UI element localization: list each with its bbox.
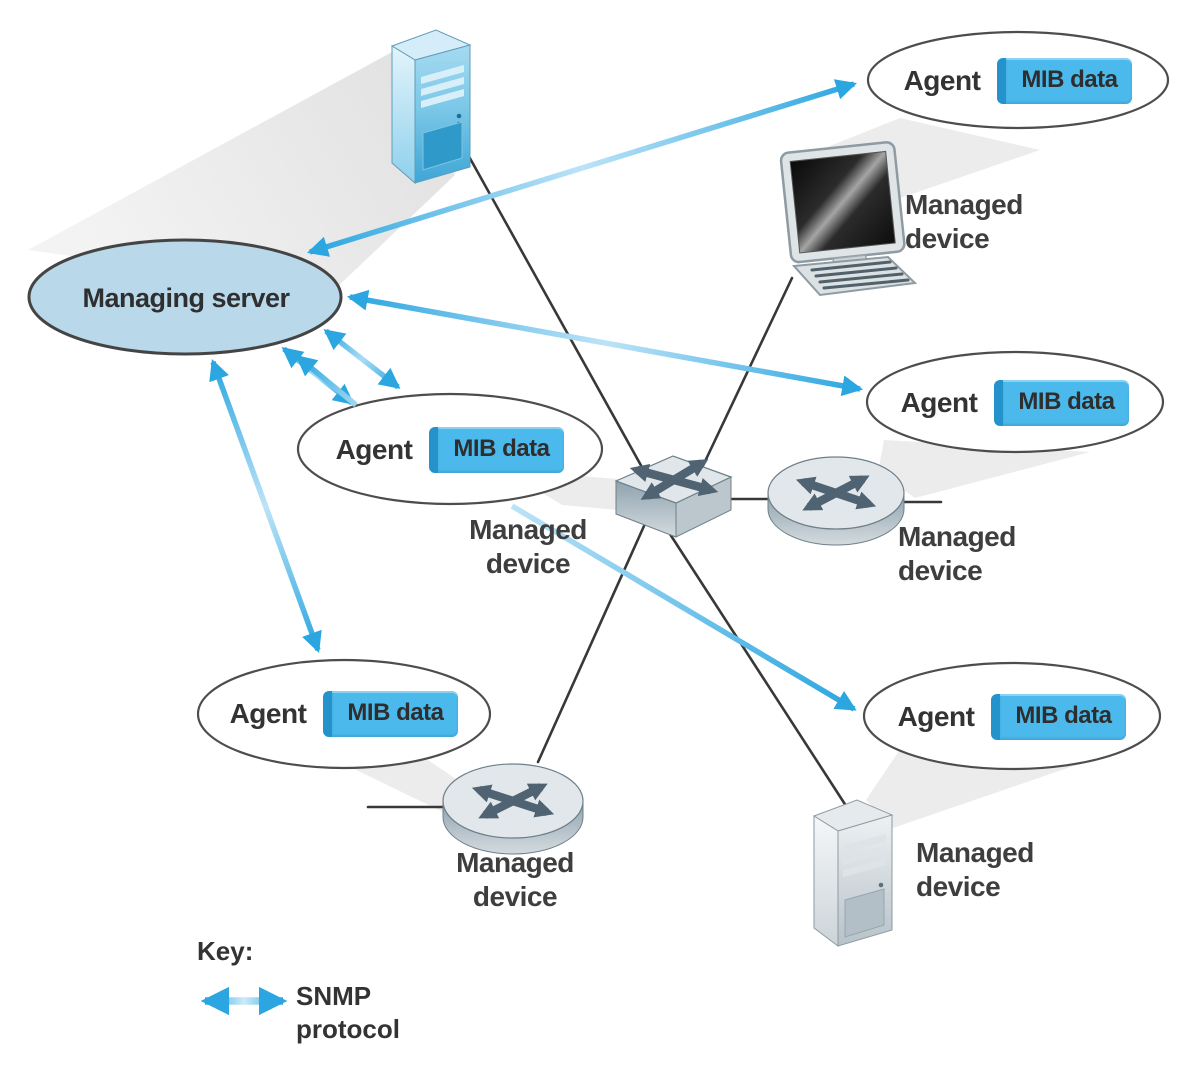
label-line: Managed [469, 514, 587, 545]
snmp-arrow-lower-right-near [295, 354, 358, 408]
snmp-arrow-middle-a [323, 328, 401, 390]
label-line: device [472, 881, 558, 913]
agent-node-top-right: Agent MIB data [868, 35, 1168, 127]
beam-router-right [878, 440, 1090, 498]
agent-node-lower-right: Agent MIB data [864, 665, 1160, 769]
agent-node-middle: Agent MIB data [298, 397, 602, 502]
router-icon [767, 456, 905, 546]
label-line: device [898, 555, 983, 587]
mib-data-box: MIB data [323, 691, 459, 737]
label-line: protocol [296, 1013, 400, 1044]
snmp-arrow-lower-left [209, 359, 322, 653]
snmp-arrow-middle-right [346, 289, 864, 397]
agent-node-middle-right: Agent MIB data [867, 354, 1163, 452]
mib-data-box: MIB data [429, 426, 565, 473]
managing-server-ellipse [27, 238, 343, 356]
agent-label: Agent [900, 387, 978, 418]
mib-data-box: MIB data [991, 694, 1127, 740]
managed-device-label-router-right: Managed device [898, 520, 1016, 589]
key-legend-snmp-protocol: SNMP protocol [296, 980, 400, 1045]
router-icon [442, 763, 584, 855]
label-line: Managed [456, 847, 574, 878]
agent-label: Agent [903, 65, 981, 96]
label-line: Managed [898, 521, 1016, 552]
label-line: device [916, 871, 1001, 903]
agent-label: Agent [229, 698, 307, 729]
server-tower-icon [812, 799, 894, 947]
label-line: device [905, 223, 990, 255]
agent-label: Agent [335, 433, 413, 465]
snmp-arrow-lower-right-far [510, 503, 857, 712]
managed-device-label-server-lower-right: Managed device [916, 836, 1034, 905]
managed-device-label-switch: Managed device [448, 513, 608, 582]
managed-device-label-workstation: Managed device [905, 188, 1023, 257]
network-switch-icon [614, 455, 733, 538]
managed-device-label-router-lower-left: Managed device [435, 846, 595, 915]
snmp-arrow-top-right [307, 79, 857, 257]
mib-data-box: MIB data [997, 58, 1133, 104]
snmp-arrows [209, 79, 864, 712]
label-line: Managed [905, 189, 1023, 220]
node-ellipses [27, 30, 1170, 771]
agent-label: Agent [897, 701, 975, 732]
mib-data-box: MIB data [994, 380, 1130, 426]
agent-node-lower-left: Agent MIB data [198, 662, 490, 766]
desktop-computer-icon [779, 141, 918, 297]
label-line: SNMP [296, 981, 372, 1011]
label-line: Managed [916, 837, 1034, 868]
link-switch-router-ll [536, 524, 646, 764]
link-switch-server-lr [666, 529, 852, 814]
managing-server-label: Managing server [82, 282, 290, 313]
server-tower-icon [390, 29, 472, 185]
label-line: device [485, 548, 571, 580]
key-title: Key: [197, 936, 254, 966]
